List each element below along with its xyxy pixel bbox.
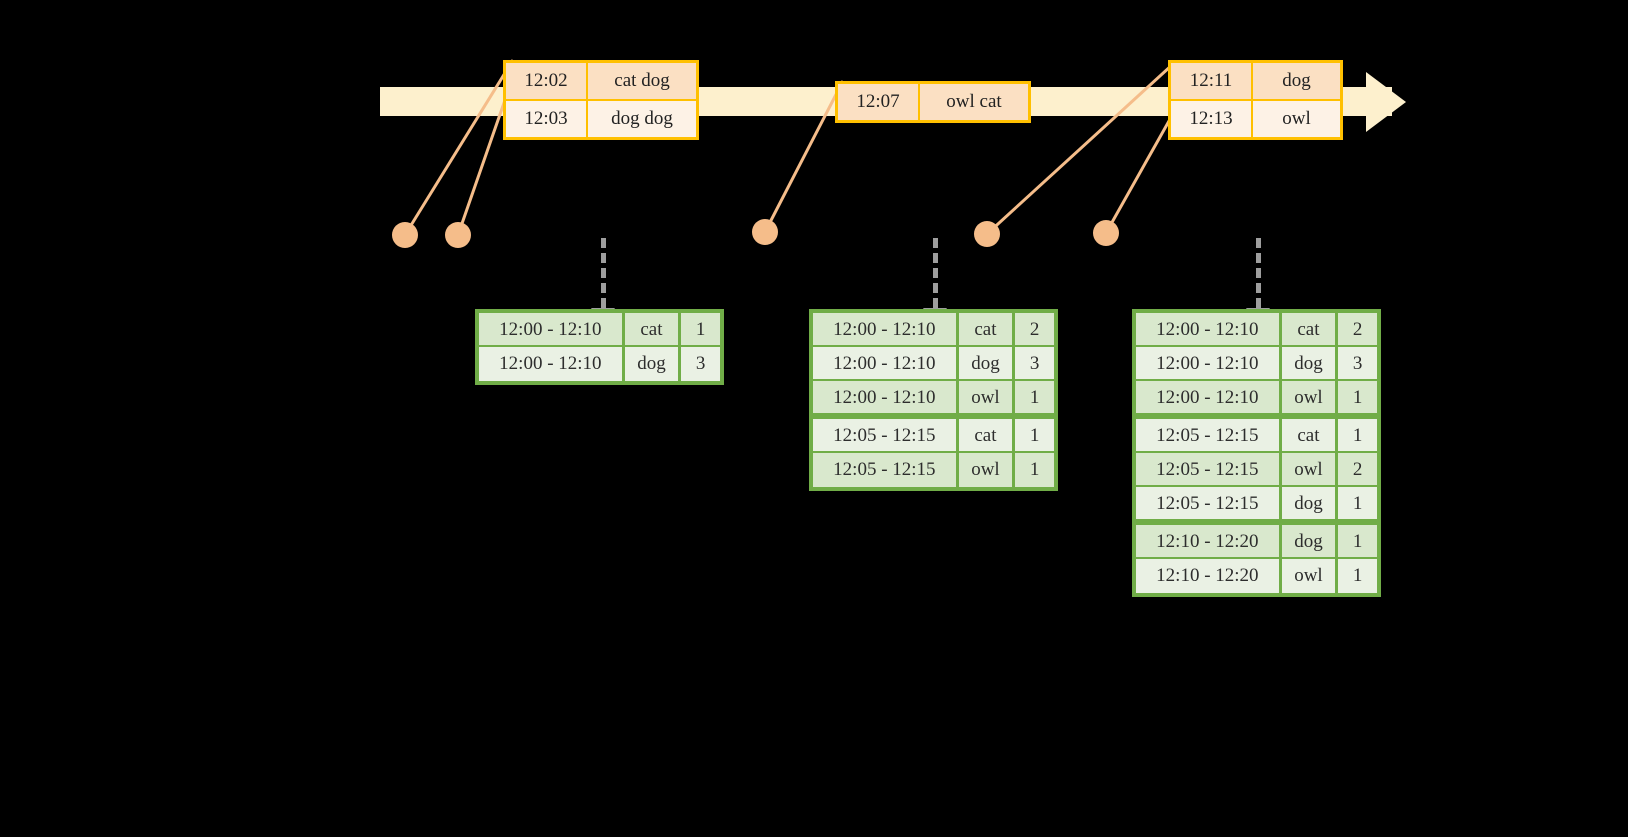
event-timestamp: 12:13: [1171, 101, 1253, 137]
table-cell-word: cat: [1281, 419, 1339, 453]
connector-dot-icon: [445, 222, 471, 248]
table-cell-word: dog: [624, 347, 682, 381]
table-cell-window: 12:10 - 12:20: [1136, 559, 1282, 593]
table-cell-window: 12:00 - 12:10: [1136, 313, 1282, 347]
table-cell-window: 12:00 - 12:10: [479, 347, 625, 381]
table-cell-window: 12:00 - 12:10: [813, 347, 959, 381]
event-timestamp: 12:07: [838, 84, 920, 120]
table-cell-word: owl: [958, 381, 1016, 415]
table-cell-word: cat: [624, 313, 682, 347]
table-cell-count: 2: [1338, 313, 1377, 347]
table-cell-count: 1: [1015, 453, 1054, 487]
table-cell-word: owl: [958, 453, 1016, 487]
connector-dot-icon: [1093, 220, 1119, 246]
event-timestamp: 12:03: [506, 101, 588, 137]
connector-dot-icon: [392, 222, 418, 248]
connector-2: [456, 99, 507, 236]
table-cell-window: 12:00 - 12:10: [1136, 347, 1282, 381]
table-cell-count: 3: [1015, 347, 1054, 381]
table-cell-word: cat: [1281, 313, 1339, 347]
table-cell-count: 1: [1338, 381, 1377, 415]
connector-dot-icon: [752, 219, 778, 245]
table-cell-count: 2: [1015, 313, 1054, 347]
down-arrow-3-shaft: [1256, 238, 1261, 308]
table-cell-window: 12:10 - 12:20: [1136, 525, 1282, 559]
table-cell-window: 12:05 - 12:15: [813, 453, 959, 487]
table-cell-word: owl: [1281, 381, 1339, 415]
event-text: owl: [1253, 101, 1340, 137]
table-cell-word: dog: [1281, 487, 1339, 521]
table-cell-count: 3: [1338, 347, 1377, 381]
table-cell-window: 12:00 - 12:10: [479, 313, 625, 347]
table-cell-window: 12:05 - 12:15: [1136, 419, 1282, 453]
table-cell-window: 12:00 - 12:10: [1136, 381, 1282, 415]
table-cell-window: 12:00 - 12:10: [813, 381, 959, 415]
event-timestamp: 12:11: [1171, 63, 1253, 99]
event-text: dog: [1253, 63, 1340, 99]
table-cell-window: 12:05 - 12:15: [1136, 487, 1282, 521]
table-cell-word: owl: [1281, 453, 1339, 487]
table-cell-count: 3: [681, 347, 720, 381]
table-cell-word: dog: [1281, 525, 1339, 559]
table-cell-word: owl: [1281, 559, 1339, 593]
table-cell-count: 1: [1338, 559, 1377, 593]
table-cell-count: 1: [1338, 487, 1377, 521]
table-cell-word: dog: [1281, 347, 1339, 381]
table-cell-window: 12:05 - 12:15: [813, 419, 959, 453]
table-cell-count: 2: [1338, 453, 1377, 487]
table-cell-window: 12:00 - 12:10: [813, 313, 959, 347]
event-text: owl cat: [920, 84, 1028, 120]
table-cell-count: 1: [1338, 525, 1377, 559]
down-arrow-2-shaft: [933, 238, 938, 308]
table-cell-word: cat: [958, 313, 1016, 347]
connector-dot-icon: [974, 221, 1000, 247]
down-arrow-1-shaft: [601, 238, 606, 308]
table-cell-word: dog: [958, 347, 1016, 381]
table-cell-count: 1: [1338, 419, 1377, 453]
table-cell-window: 12:05 - 12:15: [1136, 453, 1282, 487]
timeline-arrowhead-icon: [1366, 72, 1406, 132]
table-cell-count: 1: [681, 313, 720, 347]
table-cell-count: 1: [1015, 419, 1054, 453]
event-text: dog dog: [588, 101, 696, 137]
table-cell-word: cat: [958, 419, 1016, 453]
event-text: cat dog: [588, 63, 696, 99]
event-timestamp: 12:02: [506, 63, 588, 99]
table-cell-count: 1: [1015, 381, 1054, 415]
